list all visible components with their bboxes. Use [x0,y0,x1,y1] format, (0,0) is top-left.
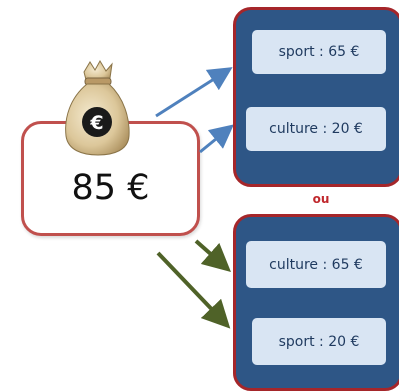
money-bag-icon: € [65,60,130,156]
option-2-sport-chip: sport : 20 € [252,318,386,365]
or-separator: ou [312,192,330,206]
arrow-to-sport-1 [155,67,233,118]
arrow-to-sport-2 [156,251,231,329]
option-2-culture-chip: culture : 65 € [246,241,386,288]
option-1-sport-chip: sport : 65 € [252,30,386,74]
total-amount-label: 85 € [71,168,150,208]
arrow-to-culture-1 [199,124,234,154]
option-1-culture-chip: culture : 20 € [246,107,386,151]
euro-symbol: € [89,112,103,134]
